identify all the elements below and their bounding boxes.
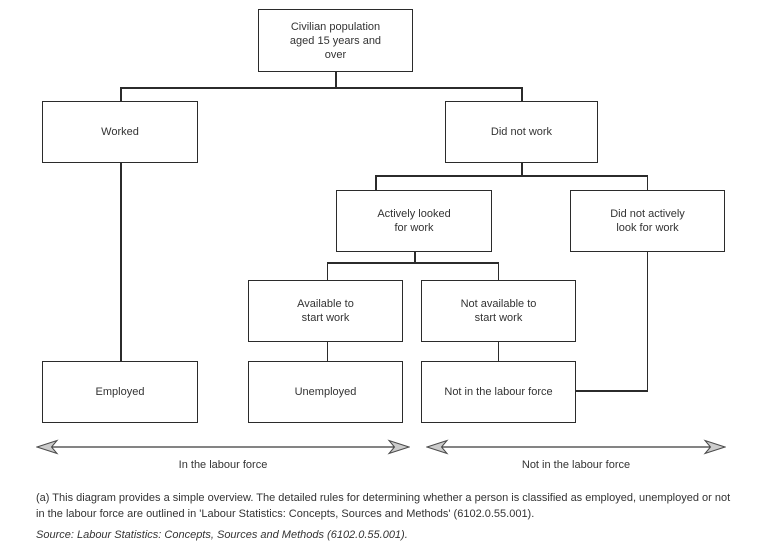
connector-to-worked (120, 87, 122, 102)
node-label: Unemployed (294, 386, 357, 398)
arrowhead-right-icon (703, 439, 726, 455)
node-label: Not available to start work (460, 298, 537, 324)
connector-did-not-work-stem (521, 162, 523, 176)
node-label: Did not work (490, 126, 553, 138)
node-label: Available to start work (297, 298, 354, 324)
connector-level3-bar (326, 262, 499, 264)
connector-actively-looked-stem (414, 251, 416, 263)
connector-not-available-to-nilf (497, 341, 499, 362)
connector-to-did-not-work (521, 87, 523, 102)
arrowhead-left-icon (426, 439, 449, 455)
connector-available-to-unemployed (326, 341, 328, 362)
node-label: Not in the labour force (444, 386, 553, 398)
not-in-labour-force-span-arrow (426, 439, 726, 455)
connector-elbow-to-nilf (575, 390, 648, 392)
node-label: Actively looked for work (377, 208, 451, 234)
connector-to-available (326, 262, 328, 281)
node-unemployed: Unemployed (248, 361, 403, 423)
connector-worked-to-employed (120, 162, 122, 362)
connector-to-actively-looked (375, 175, 377, 191)
connector-level1-bar (120, 87, 522, 89)
arrowhead-left-icon (36, 439, 59, 455)
node-did-not-work: Did not work (445, 101, 598, 163)
connector-did-not-actively-drop (646, 251, 648, 391)
connector-to-not-available (497, 262, 499, 281)
node-label: Civilian population aged 15 years and ov… (289, 20, 382, 61)
not-in-labour-force-label: Not in the labour force (521, 459, 631, 471)
connector-to-did-not-actively-look (646, 175, 648, 191)
in-labour-force-span-arrow (36, 439, 410, 455)
node-not-available-to-start-work: Not available to start work (421, 280, 576, 342)
source-line: Source: Labour Statistics: Concepts, Sou… (36, 529, 408, 541)
footnote: (a) This diagram provides a simple overv… (36, 492, 731, 520)
node-available-to-start-work: Available to start work (248, 280, 403, 342)
node-worked: Worked (42, 101, 198, 163)
in-labour-force-label: In the labour force (178, 459, 268, 471)
node-did-not-actively-look: Did not actively look for work (570, 190, 725, 252)
node-label: Worked (101, 126, 139, 138)
node-label: Did not actively look for work (610, 208, 685, 234)
connector-level2-bar (375, 175, 648, 177)
arrowhead-right-icon (387, 439, 410, 455)
node-actively-looked-for-work: Actively looked for work (336, 190, 492, 252)
node-label: Employed (95, 386, 145, 398)
connector-civilian-stem (335, 71, 337, 88)
node-civilian-population: Civilian population aged 15 years and ov… (258, 9, 413, 72)
node-employed: Employed (42, 361, 198, 423)
node-not-in-the-labour-force: Not in the labour force (421, 361, 576, 423)
